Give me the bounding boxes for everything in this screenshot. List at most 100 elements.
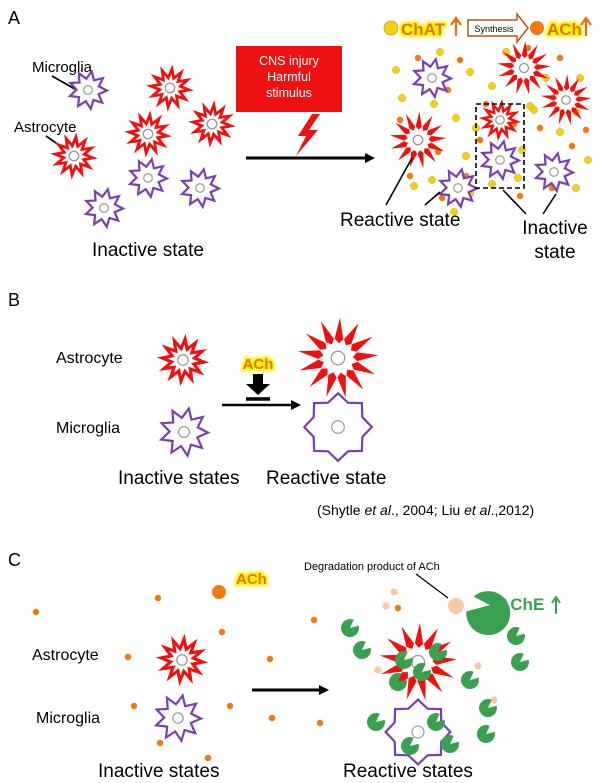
- ache-enzyme-icon: [507, 627, 525, 645]
- stimulus-text-line1: CNS injury: [259, 54, 319, 68]
- ach-molecule: [414, 54, 422, 62]
- ach-molecule: [268, 714, 276, 722]
- ache-enzyme-icon: [511, 653, 529, 671]
- chat-molecule: [514, 174, 522, 182]
- dashed-highlight-box: [475, 103, 525, 189]
- ach-molecule: [516, 192, 524, 200]
- chat-label: ChAT: [401, 20, 446, 39]
- ach-molecule: [568, 142, 576, 150]
- microglia-nucleus: [495, 155, 505, 165]
- ach-molecule: [476, 136, 484, 144]
- panel-b-microglia-label: Microglia: [56, 420, 120, 437]
- degradation-product: [374, 666, 382, 674]
- ach-label: ACh: [547, 20, 582, 39]
- ach-molecule: [266, 655, 274, 663]
- ach-molecule: [438, 194, 446, 202]
- astrocyte-nucleus: [206, 118, 218, 130]
- panel-b-ach-label: ACh: [243, 356, 274, 373]
- panel-a: A Microglia Astrocyte Inactive state CNS…: [8, 8, 592, 263]
- panel-c-inactive-label: Inactive states: [98, 761, 219, 782]
- citation-part-1: (Shytle: [317, 502, 364, 518]
- microglia-nucleus: [453, 183, 463, 193]
- panel-b-astrocyte-label: Astrocyte: [56, 350, 123, 367]
- ach-molecule: [130, 702, 138, 710]
- chat-molecule: [450, 208, 458, 216]
- ach-molecule: [456, 56, 464, 64]
- panel-c-reactive-label: Reactive states: [343, 761, 473, 782]
- degradation-pointer-line: [415, 573, 449, 599]
- citation-etal-1: et al: [364, 502, 391, 518]
- degradation-product: [474, 662, 482, 670]
- synthesis-label: Synthesis: [474, 24, 514, 34]
- microglia-nucleus: [331, 420, 345, 434]
- panel-b-cells: [156, 317, 379, 463]
- astrocyte-nucleus: [495, 115, 505, 125]
- degradation-product-icon: [448, 598, 464, 614]
- inhibition-arrow-icon: [246, 374, 270, 395]
- astrocyte-nucleus: [176, 654, 188, 666]
- ach-molecule: [536, 124, 544, 132]
- ach-molecule: [226, 702, 234, 710]
- panel-a-reactive-cells: [389, 41, 592, 210]
- microglia-nucleus: [195, 183, 205, 193]
- citation-etal-2: et al: [464, 502, 491, 518]
- citation-part-2: ., 2004; Liu: [391, 502, 464, 518]
- ache-enzyme-icon: [413, 663, 431, 681]
- astrocyte-nucleus: [330, 350, 346, 366]
- ache-enzyme-icon: [479, 699, 497, 717]
- citation-part-3: .,2012): [491, 502, 535, 518]
- chat-molecule: [398, 94, 406, 102]
- chat-molecule: [392, 66, 400, 74]
- chat-molecule: [466, 68, 474, 76]
- chat-molecule: [430, 100, 438, 108]
- ach-molecule: [310, 616, 318, 624]
- ach-molecule: [32, 608, 40, 616]
- microglia-nucleus: [427, 73, 437, 83]
- degradation-label: Degradation product of ACh: [304, 561, 440, 573]
- panel-b: B Astrocyte Microglia ACh Inactive state…: [8, 290, 534, 518]
- ach-molecule: [154, 594, 162, 602]
- chat-molecule: [530, 106, 538, 114]
- ache-enzyme-icon: [395, 651, 413, 669]
- synthesis-arrow: [467, 11, 529, 45]
- degradation-product: [390, 588, 398, 596]
- inactive-pointer-line-1: [502, 189, 527, 215]
- panel-c-microglia-label: Microglia: [36, 710, 100, 727]
- stimulus-text-line2: Harmful: [267, 70, 311, 84]
- astrocyte-nucleus: [142, 128, 154, 140]
- stimulus-text-line3: stimulus: [266, 86, 312, 100]
- chat-legend-dot: [383, 20, 399, 36]
- panel-b-letter: B: [8, 290, 20, 310]
- chat-molecule: [572, 184, 580, 192]
- ache-enzyme-icon: [341, 619, 359, 637]
- panel-c-letter: C: [8, 550, 21, 570]
- ache-enzyme-icon: [461, 671, 479, 689]
- panel-a-inactive-cells: [50, 64, 236, 230]
- chat-molecule: [452, 114, 460, 122]
- ach-molecule: [156, 739, 164, 747]
- panel-a-inactive2-line1: Inactive: [522, 218, 587, 239]
- ache-enzyme-icon: [353, 641, 371, 659]
- panel-a-letter: A: [8, 8, 20, 28]
- chat-molecule: [462, 152, 470, 160]
- ach-molecule: [316, 719, 324, 727]
- microglia-nucleus: [172, 712, 184, 724]
- degradation-product: [382, 602, 390, 610]
- ach-molecule: [396, 116, 404, 124]
- microglia-nucleus: [178, 426, 191, 439]
- astrocyte-nucleus: [412, 134, 424, 146]
- panel-c-ache-enzymes: [341, 619, 529, 755]
- panel-c-ach-legend-dot: [212, 585, 226, 599]
- degradation-product: [490, 696, 498, 704]
- chat-molecule: [584, 156, 592, 164]
- microglia-nucleus: [83, 85, 93, 95]
- ache-label: AChE: [498, 595, 544, 614]
- stimulus-box: [236, 46, 342, 112]
- ache-enzyme-icon: [477, 725, 495, 743]
- ache-enzyme-icon: [441, 735, 459, 753]
- panel-b-inactive-label: Inactive states: [118, 468, 239, 489]
- panel-b-citation: (Shytle et al., 2004; Liu et al.,2012): [317, 502, 534, 518]
- ach-up-arrowhead-icon: [580, 16, 592, 26]
- ach-molecule: [582, 126, 590, 134]
- ache-up-arrowhead-icon: [551, 595, 561, 604]
